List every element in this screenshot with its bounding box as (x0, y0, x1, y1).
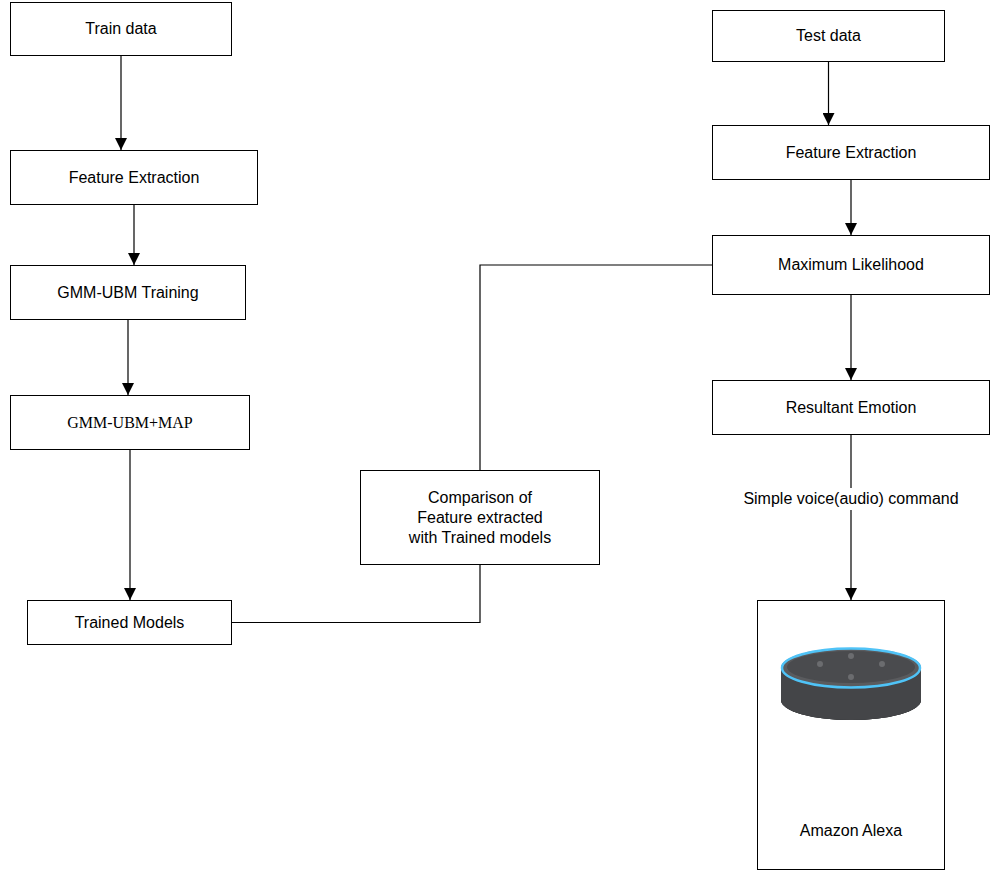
process-box: GMM-UBM Training (10, 265, 246, 320)
connector-line (133, 205, 134, 265)
node-text: Feature Extraction (69, 168, 200, 188)
connector-line (828, 62, 829, 125)
node-text: Feature Extraction (786, 143, 917, 163)
process-box: Maximum Likelihood (712, 235, 990, 295)
echo-dot-picture (781, 648, 921, 720)
connector-line (129, 450, 130, 600)
process-box: Test data (712, 10, 945, 62)
connector-line (232, 265, 712, 623)
connector-label: Simple voice(audio) command (739, 488, 962, 510)
connector-line (850, 295, 851, 380)
connector-line (850, 180, 851, 235)
device-box: Amazon Alexa (757, 600, 945, 870)
connector-line (120, 56, 121, 150)
process-box: Feature Extraction (712, 125, 990, 180)
node-text: Trained Models (75, 613, 185, 633)
process-box: Train data (10, 2, 232, 56)
node-text: Amazon Alexa (800, 821, 902, 841)
process-box: Trained Models (27, 600, 232, 645)
process-box: Resultant Emotion (712, 380, 990, 435)
node-text: Test data (796, 26, 861, 46)
connector-line (127, 320, 128, 395)
node-text: GMM-UBM+MAP (67, 413, 193, 433)
connector-line (850, 435, 851, 600)
process-box: Comparison of Feature extracted with Tra… (360, 470, 600, 565)
node-text: GMM-UBM Training (57, 283, 198, 303)
process-box: GMM-UBM+MAP (10, 395, 250, 450)
node-text: Maximum Likelihood (778, 255, 924, 275)
node-text: Comparison of Feature extracted with Tra… (405, 488, 555, 548)
process-box: Feature Extraction (10, 150, 258, 205)
node-text: Resultant Emotion (786, 398, 917, 418)
node-text: Train data (85, 19, 156, 39)
